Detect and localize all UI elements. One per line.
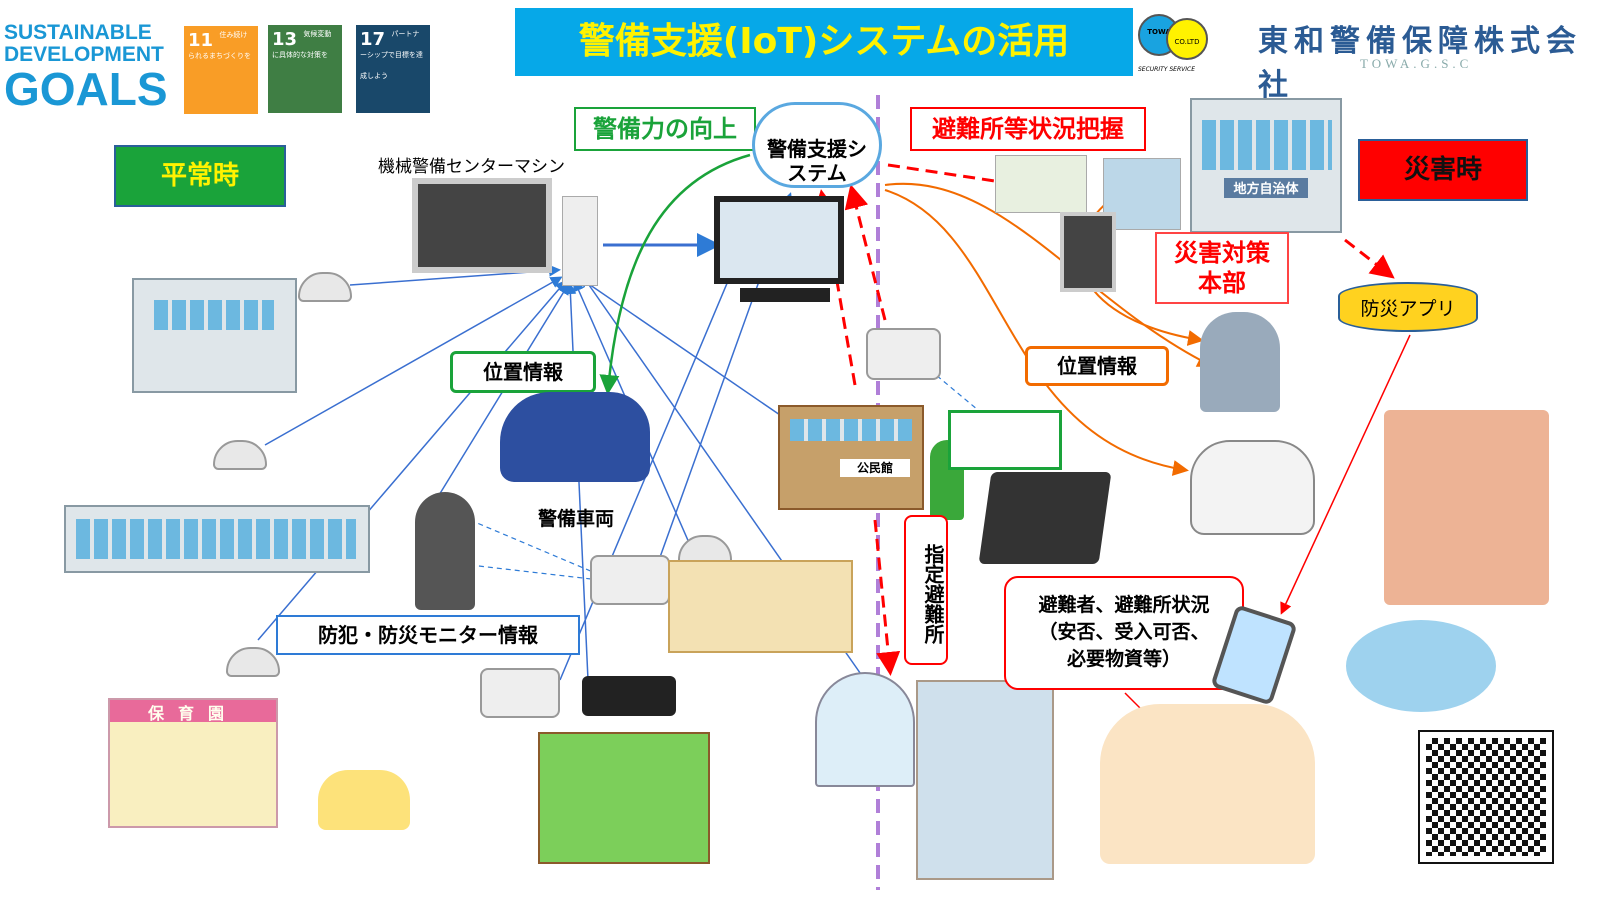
collapsed-buildings-icon	[1384, 410, 1549, 605]
map-icon	[995, 155, 1087, 213]
page-title: 警備支援(IoT)システムの活用	[515, 8, 1133, 76]
local-gov-sign: 地方自治体	[1224, 178, 1308, 198]
shelter-photo-icon	[1103, 158, 1181, 230]
center-machine-label: 機械警備センターマシン	[378, 157, 565, 177]
intruder-icon	[415, 492, 475, 610]
community-center-sign: 公民館	[840, 459, 910, 477]
sdg-logo: SUSTAINABLE DEVELOPMENT GOALS	[4, 21, 168, 115]
camera-icon	[480, 668, 560, 718]
sdg-goal-17: 17 パートナーシップで目標を達成しよう	[356, 25, 430, 113]
school-building-icon	[64, 505, 370, 573]
location-info-orange-label: 位置情報	[1025, 346, 1169, 386]
crow-repellent-icon	[582, 676, 676, 716]
vehicle-label: 警備車両	[538, 508, 615, 530]
shelter-building-icon	[815, 672, 915, 787]
sdg-goal-11: 11 住み続けられるまちづくりを	[184, 26, 258, 114]
flooded-house-icon	[1346, 620, 1496, 712]
community-center-icon: 公民館	[778, 405, 924, 510]
system-map-monitor-icon	[714, 196, 844, 284]
qr-code-icon[interactable]	[1418, 730, 1554, 864]
city-hall-icon	[668, 560, 853, 653]
children-icon	[318, 770, 410, 830]
whiteboard-icon	[948, 410, 1062, 470]
company-name: 東和警備保障株式会社	[1258, 24, 1582, 103]
sensor-icon	[213, 440, 267, 470]
sdg-line: SUSTAINABLE	[4, 21, 152, 44]
security-vehicle-icon	[500, 392, 650, 482]
evacuating-people-icon	[1100, 704, 1315, 864]
keyboard-icon	[740, 288, 830, 302]
security-support-system-cloud: 警備支援システム	[752, 102, 882, 188]
camera-icon	[866, 328, 941, 380]
sdg-goal-13: 13 気候変動に具体的な対策を	[268, 25, 342, 113]
patrol-car-icon	[1190, 440, 1315, 535]
monitor-info-label: 防犯・防災モニター情報	[276, 615, 580, 655]
park-icon	[538, 732, 710, 864]
shelter-status-label: 避難所等状況把握	[910, 107, 1146, 151]
location-info-green-label: 位置情報	[450, 351, 596, 393]
shelter-interior-icon	[916, 680, 1054, 880]
disaster-time-label: 災害時	[1358, 139, 1528, 201]
company-logo: TOWA CO.LTD SECURITY SERVICE	[1138, 14, 1208, 73]
camera-icon	[590, 555, 670, 605]
nursery-building-icon: 保育園	[108, 698, 278, 828]
disaster-app-label: 防災アプリ	[1338, 282, 1478, 332]
pc-tower-icon	[562, 196, 598, 286]
local-government-building-icon: 地方自治体	[1190, 98, 1342, 233]
normal-time-label: 平常時	[114, 145, 286, 207]
sdg-line: DEVELOPMENT	[4, 43, 164, 66]
nursery-sign: 保育園	[110, 700, 276, 723]
designated-shelter-label: 指定避難所	[904, 515, 948, 665]
laptop-icon	[978, 472, 1112, 564]
businessman-icon	[1200, 312, 1280, 412]
monitor-icon	[1060, 212, 1116, 292]
sdg-line: GOALS	[4, 63, 168, 115]
company-roman: TOWA.G.S.C	[1360, 56, 1473, 71]
evacuee-status-label: 避難者、避難所状況（安否、受入可否、必要物資等）	[1004, 576, 1244, 690]
security-improve-label: 警備力の向上	[574, 107, 756, 151]
monitor-icon	[412, 178, 552, 273]
office-building-icon	[132, 278, 297, 393]
disaster-hq-label: 災害対策本部	[1155, 232, 1289, 304]
